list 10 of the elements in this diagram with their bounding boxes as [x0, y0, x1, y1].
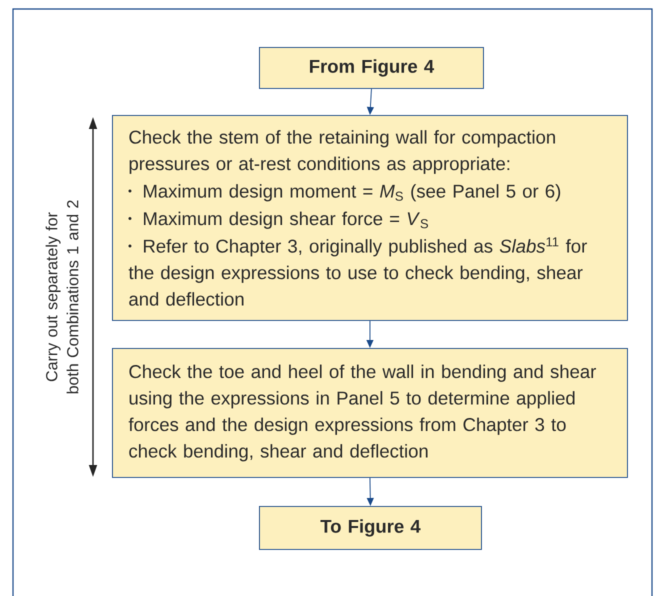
bullet-item: Refer to Chapter 3, originally published as Slabs$^{11}$ for the design expressions to use to check bending, shear and deflection	[128, 237, 587, 306]
side-note: Carry out separately for both Combinations 1 and 2	[46, 200, 78, 394]
terminal-box: From Figure 4	[259, 47, 484, 89]
step-text: Check the toe and heel of the wall in bending and shear using the expressions in Panel 5 to determine applied forces and the design expressions from Chapter 3 to check bending, shear and deflection	[128, 364, 596, 462]
step-text: Check the stem of the retaining wall for compaction pressures or at-rest conditions as appropriate:	[129, 130, 555, 174]
bullet-item: Maximum design shear force = V$_{S}$	[128, 212, 428, 229]
terminal-box: To Figure 4	[259, 506, 482, 550]
process-box	[112, 115, 628, 321]
process-box	[112, 348, 628, 478]
bullet-item: Maximum design moment = M$_{S}$ (see Panel 5 or 6)	[128, 184, 560, 202]
